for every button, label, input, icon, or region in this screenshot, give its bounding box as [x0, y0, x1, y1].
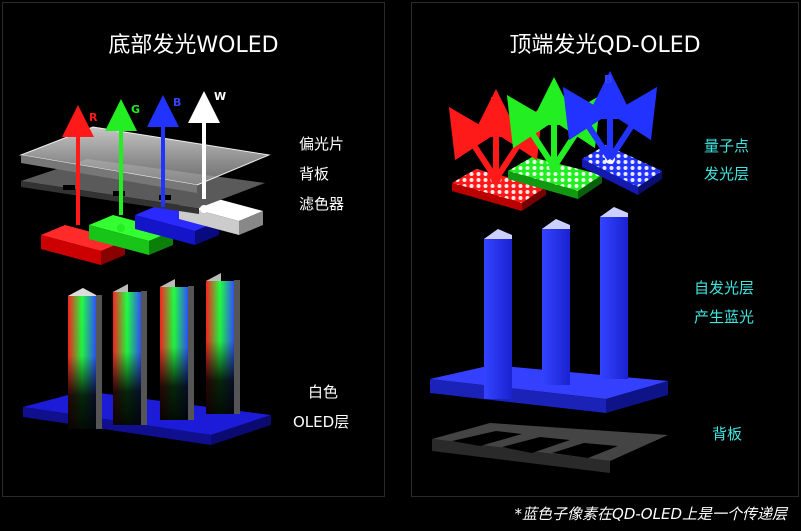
- woled-panel: 底部发光WOLED: [2, 2, 385, 497]
- letter-b: B: [604, 73, 612, 86]
- label-oled-layer: OLED层: [293, 413, 350, 431]
- woled-diagram: R G B W: [19, 90, 271, 445]
- qdoled-quantum-dots: [452, 145, 662, 211]
- woled-arrow-letters: R G B W: [89, 90, 226, 124]
- letter-r: R: [89, 111, 98, 124]
- letter-g: G: [547, 85, 556, 98]
- footnote: *蓝色子像素在QD-OLED上是一个传递层: [514, 505, 787, 523]
- letter-b: B: [173, 96, 181, 109]
- label-backplane: 背板: [299, 165, 330, 183]
- label-polarizer: 偏光片: [299, 135, 345, 153]
- letter-g: G: [131, 103, 140, 116]
- label-quantum-dot: 量子点: [704, 137, 750, 155]
- qdoled-light-arrows: [448, 71, 658, 184]
- label-emission-layer: 发光层: [704, 165, 750, 183]
- woled-light-arrows: [62, 91, 220, 232]
- qdoled-pillars: [484, 207, 628, 399]
- qdoled-backplane: [432, 423, 668, 473]
- label-blue-light: 产生蓝光: [694, 308, 755, 326]
- label-backplane: 背板: [712, 425, 743, 443]
- letter-r: R: [490, 95, 499, 108]
- letter-w: W: [214, 90, 226, 103]
- qdoled-diagram: R G B: [430, 71, 668, 473]
- qdoled-arrow-letters: R G B: [490, 73, 612, 108]
- qdoled-title: 顶端发光QD-OLED: [509, 33, 701, 58]
- qdoled-panel: 顶端发光QD-OLED: [411, 2, 799, 497]
- label-color-filter: 滤色器: [299, 195, 345, 213]
- label-self-emissive-layer: 自发光层: [694, 279, 755, 297]
- woled-pillars: [68, 273, 240, 429]
- woled-title: 底部发光WOLED: [108, 33, 279, 58]
- label-white: 白色: [308, 383, 339, 401]
